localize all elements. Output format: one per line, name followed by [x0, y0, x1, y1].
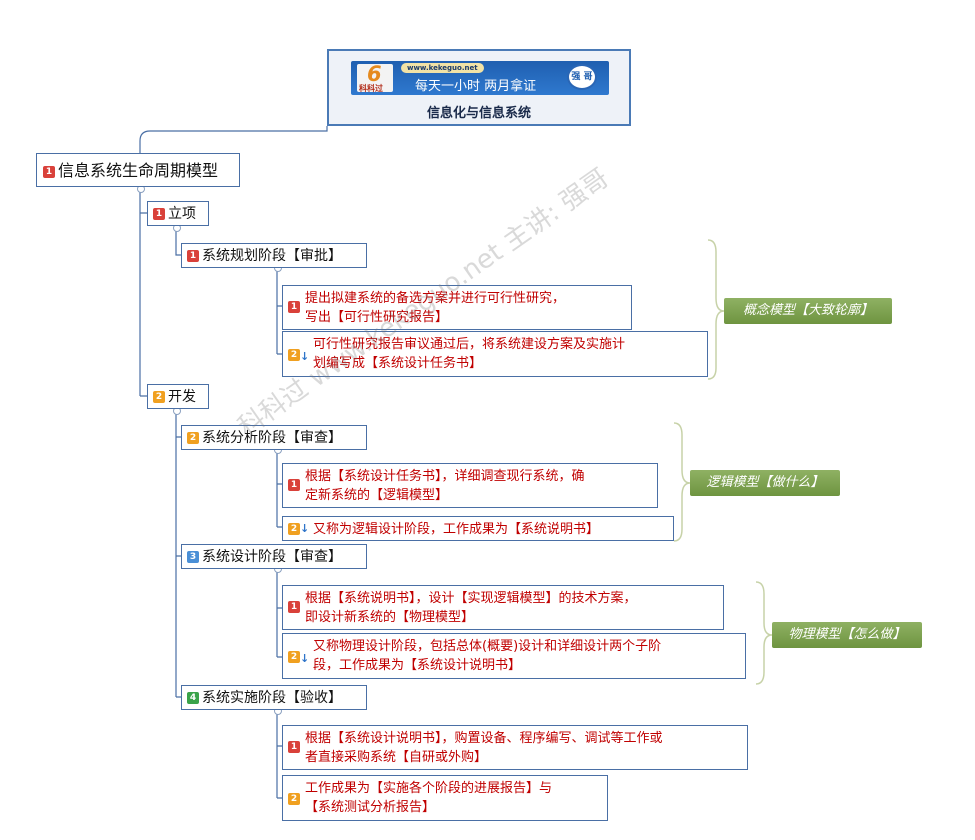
site-url: www.kekeguo.net — [401, 63, 484, 73]
priority-marker: 2 — [288, 349, 300, 361]
leaf-text-line: 提出拟建系统的备选方案并进行可行性研究， — [305, 291, 566, 306]
leaf-implementation-2[interactable]: 2 工作成果为【实施各个阶段的进展报告】与 【系统测试分析报告】 — [282, 775, 608, 821]
phase1-stage1-connector — [175, 226, 181, 256]
leaf-text-line: 段，工作成果为【系统设计说明书】 — [313, 658, 522, 673]
arrow-down-icon: ↓ — [300, 350, 310, 363]
leaf-design-1[interactable]: 1 根据【系统说明书】，设计【实现逻辑模型】的技术方案， 即设计新系统的【物理模… — [282, 585, 724, 630]
leaf-analysis-1[interactable]: 1 根据【系统设计任务书】，详细调查现行系统，确 定新系统的【逻辑模型】 — [282, 463, 658, 508]
logo-digit: 6 — [367, 62, 382, 86]
brace-concept — [707, 239, 725, 380]
leaf-text-line: 划编写成【系统设计任务书】 — [313, 356, 483, 371]
priority-marker: 2 — [153, 391, 165, 403]
summary-logic-model[interactable]: 逻辑模型【做什么】 — [690, 470, 840, 496]
brace-physical — [755, 581, 773, 685]
phase2-stages-connector — [175, 409, 181, 698]
priority-marker: 3 — [187, 551, 199, 563]
priority-marker: 4 — [187, 692, 199, 704]
leaf-implementation-1[interactable]: 1 根据【系统设计说明书】，购置设备、程序编写、调试等工作或 者直接采购系统【自… — [282, 725, 748, 770]
priority-marker: 2 — [187, 432, 199, 444]
leaf-design-2[interactable]: 2 ↓ 又称物理设计阶段，包括总体(概要)设计和详细设计两个子阶 段，工作成果为… — [282, 633, 746, 679]
leaf-text-line: 又称物理设计阶段，包括总体(概要)设计和详细设计两个子阶 — [313, 639, 662, 654]
priority-marker: 1 — [153, 208, 165, 220]
leaf-analysis-2[interactable]: 2 ↓ 又称为逻辑设计阶段，工作成果为【系统说明书】 — [282, 516, 674, 541]
brand-logo: 6 科科过 — [357, 62, 393, 93]
priority-marker: 1 — [288, 479, 300, 491]
root-label: 信息系统生命周期模型 — [58, 161, 219, 180]
leaf-text-line: 又称为逻辑设计阶段，工作成果为【系统说明书】 — [313, 522, 600, 537]
phase-label: 立项 — [168, 206, 196, 222]
priority-marker: 2 — [288, 793, 300, 805]
priority-marker: 2 — [288, 523, 300, 535]
root-phase-connector — [139, 187, 147, 397]
priority-marker: 1 — [43, 165, 55, 178]
stage1-leaf-connector — [276, 266, 282, 355]
summary-concept-model[interactable]: 概念模型【大致轮廓】 — [724, 298, 892, 324]
leaf-text-line: 定新系统的【逻辑模型】 — [305, 488, 449, 503]
leaf-text-line: 写出【可行性研究报告】 — [305, 310, 449, 325]
arrow-down-icon: ↓ — [300, 522, 310, 535]
priority-marker: 1 — [187, 250, 199, 262]
phase-label: 开发 — [168, 389, 196, 405]
logo-text: 科科过 — [359, 84, 383, 93]
stage-label: 系统实施阶段【验收】 — [202, 690, 342, 706]
map-title: 信息化与信息系统 — [426, 106, 531, 121]
leaf-text-line: 根据【系统设计任务书】，详细调查现行系统，确 — [305, 469, 585, 484]
brace-logic — [673, 422, 691, 542]
priority-marker: 1 — [288, 301, 300, 313]
priority-marker: 1 — [288, 741, 300, 753]
slogan-text: 每天一小时 两月拿证 — [415, 79, 537, 94]
leaf-text-line: 【系统测试分析报告】 — [305, 800, 436, 815]
leaf-text-line: 根据【系统说明书】，设计【实现逻辑模型】的技术方案， — [305, 591, 637, 606]
brand-banner: 6 科科过 www.kekeguo.net 每天一小时 两月拿证 强 哥 — [351, 61, 609, 95]
arrow-down-icon: ↓ — [300, 652, 310, 665]
leaf-text-line: 工作成果为【实施各个阶段的进展报告】与 — [305, 781, 553, 796]
stage-label: 系统设计阶段【审查】 — [202, 549, 342, 565]
stage2-leaf-connector — [276, 448, 282, 528]
leaf-text-line: 者直接采购系统【自研或外购】 — [305, 750, 488, 765]
stage4-leaf-connector — [276, 709, 282, 799]
leaf-text-line: 根据【系统设计说明书】，购置设备、程序编写、调试等工作或 — [305, 731, 663, 746]
leaf-planning-2[interactable]: 2 ↓ 可行性研究报告审议通过后，将系统建设方案及实施计 划编写成【系统设计任务… — [282, 331, 708, 377]
title-root-connector — [139, 126, 328, 153]
priority-marker: 2 — [288, 651, 300, 663]
stage3-leaf-connector — [276, 567, 282, 658]
leaf-text-line: 即设计新系统的【物理模型】 — [305, 610, 475, 625]
teacher-badge: 强 哥 — [567, 64, 597, 90]
stage-label: 系统规划阶段【审批】 — [202, 248, 342, 264]
stage-label: 系统分析阶段【审查】 — [202, 430, 342, 446]
priority-marker: 1 — [288, 601, 300, 613]
leaf-text-line: 可行性研究报告审议通过后，将系统建设方案及实施计 — [313, 337, 626, 352]
leaf-planning-1[interactable]: 1 提出拟建系统的备选方案并进行可行性研究， 写出【可行性研究报告】 — [282, 285, 632, 330]
title-box: 6 科科过 www.kekeguo.net 每天一小时 两月拿证 强 哥 信息化… — [327, 49, 631, 126]
summary-physical-model[interactable]: 物理模型【怎么做】 — [772, 622, 922, 648]
